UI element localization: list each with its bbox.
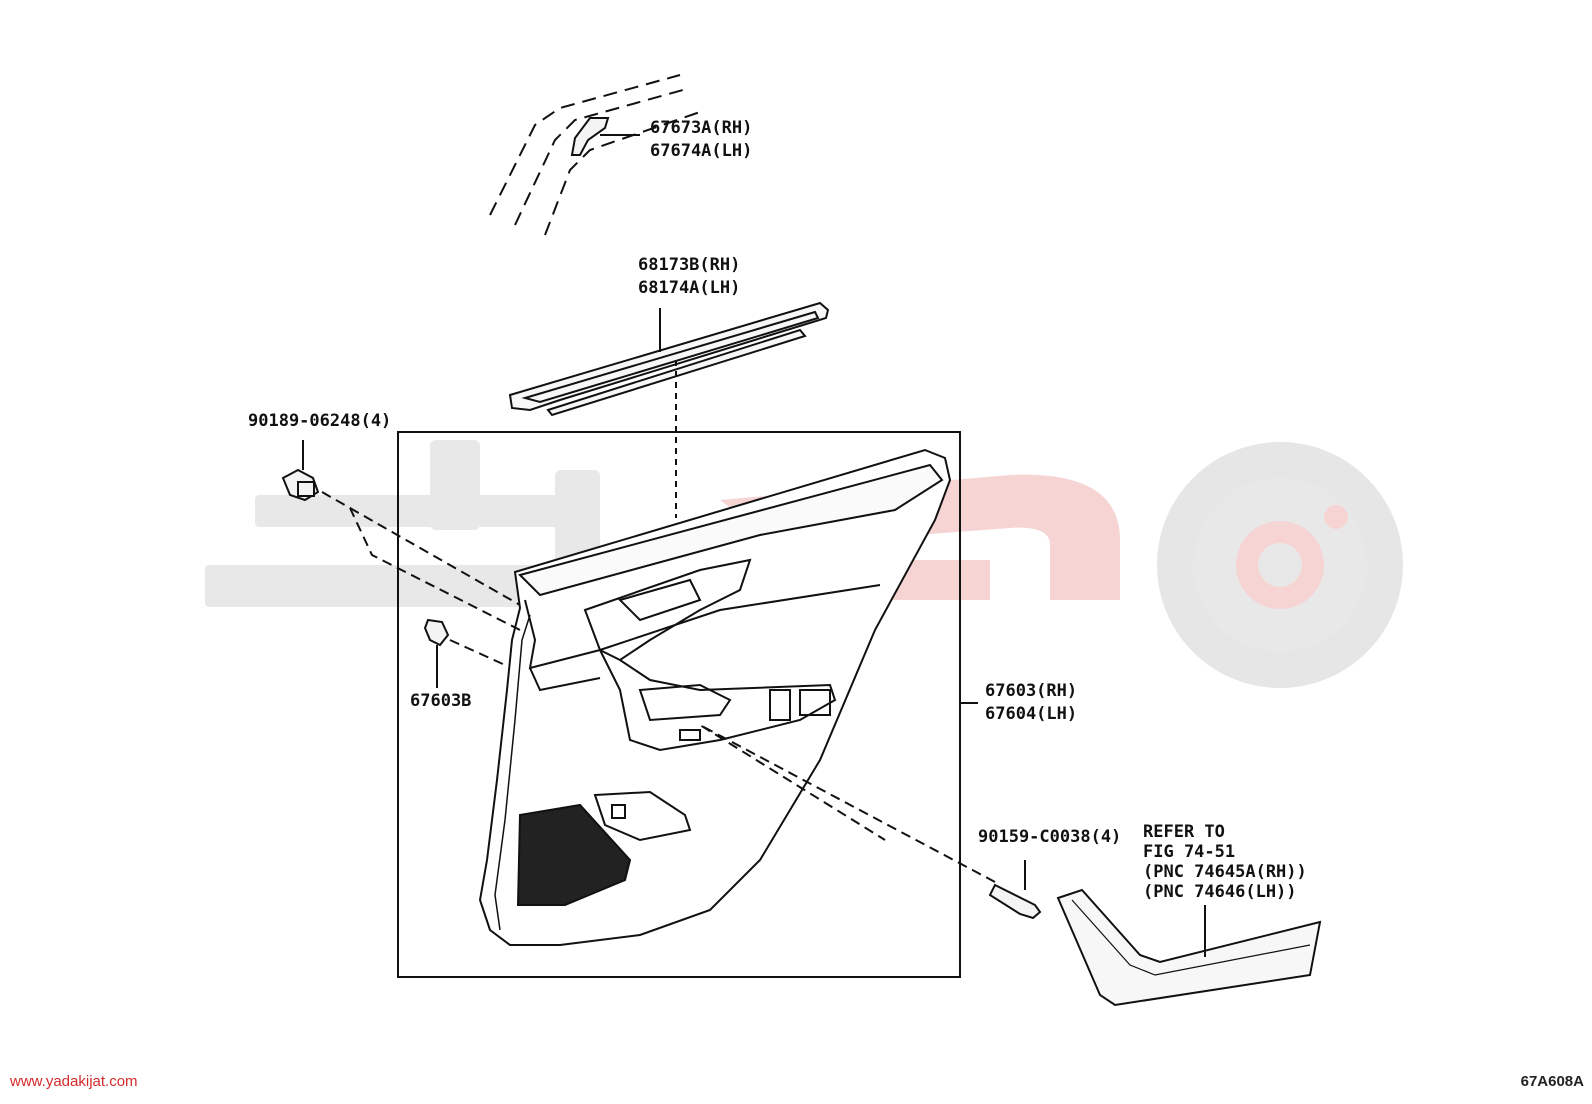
callout-line: 67603B: [410, 691, 472, 711]
callout-line: 68174A(LH): [638, 278, 741, 298]
armrest-shape: [1056, 888, 1322, 1007]
assembly-frame: [397, 431, 961, 978]
callout-retainer-clip: 90189-06248(4): [248, 410, 391, 433]
callout-belt-moulding: 68173B(RH) 68174A(LH): [638, 254, 740, 300]
callout-line: 90159-C0038(4): [978, 827, 1122, 847]
retainer-clip-shape: [281, 440, 521, 631]
callout-line: (PNC 74645A(RH)): [1143, 862, 1307, 882]
callout-line: (PNC 74646(LH)): [1143, 882, 1297, 902]
callout-upper-weatherstrip-clip: 67673A(RH) 67674A(LH): [650, 117, 752, 163]
belt-moulding-shape: [508, 301, 830, 518]
callout-line: 67674A(LH): [650, 141, 753, 161]
callout-line: 68173B(RH): [638, 255, 741, 275]
callout-trim-clip: 67603B: [410, 690, 471, 713]
door-frame-upper: [489, 74, 701, 236]
callout-screw: 90159-C0038(4): [978, 826, 1121, 849]
watermark-logo: [205, 440, 1403, 688]
callout-door-trim-board: 67603(RH) 67604(LH): [985, 680, 1077, 726]
callout-line: 67673A(RH): [650, 118, 753, 138]
door-trim-board-shape: [478, 448, 952, 946]
footer-url[interactable]: www.yadakijat.com: [10, 1073, 138, 1090]
callout-line: REFER TO: [1143, 822, 1225, 842]
callout-line: FIG 74-51: [1143, 842, 1236, 862]
callout-line: 67604(LH): [985, 704, 1078, 724]
diagram-code: 67A608A: [1520, 1073, 1584, 1090]
screw-shape: [699, 724, 1042, 920]
trim-clip-shape: [423, 618, 506, 688]
callout-line: 67603(RH): [985, 681, 1078, 701]
callout-line: 90189-06248(4): [248, 411, 392, 431]
